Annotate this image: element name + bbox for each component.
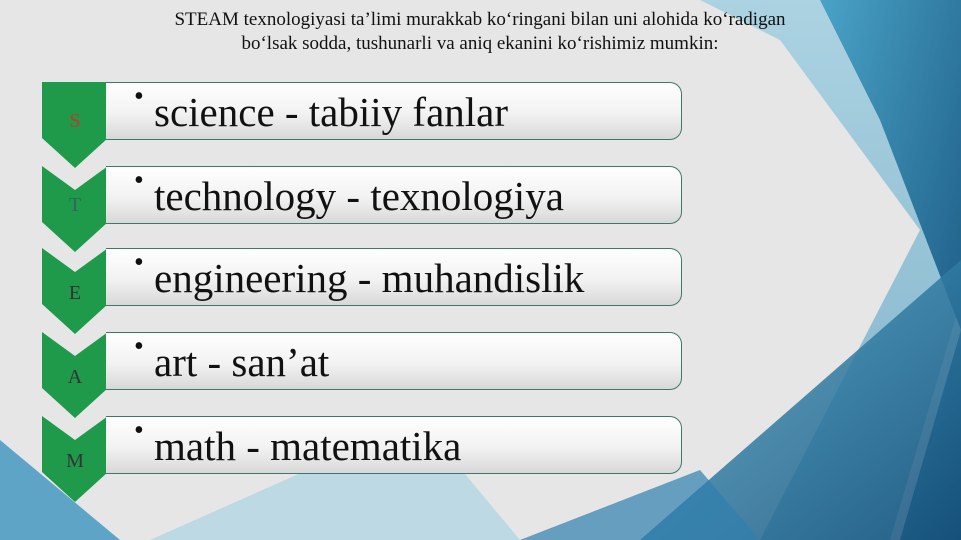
intro-line-1: STEAM texnologiyasi ta’limi murakkab ko‘… xyxy=(174,9,786,30)
steam-card-text: engineering - muhandislik xyxy=(154,255,585,301)
steam-item-math: M • math - matematika xyxy=(0,415,700,506)
steam-letter: M xyxy=(66,450,84,472)
bullet-icon: • xyxy=(134,247,144,278)
steam-card: • technology - texnologiya xyxy=(106,165,682,224)
intro-heading: STEAM texnologiyasi ta’limi murakkab ko‘… xyxy=(60,8,900,56)
steam-card: • art - san’at xyxy=(106,331,682,390)
steam-card-text: art - san’at xyxy=(154,339,330,385)
chevron-arrow-icon xyxy=(42,416,108,502)
chevron-arrow-icon xyxy=(42,248,108,334)
steam-card-text: science - tabiiy fanlar xyxy=(154,89,509,135)
steam-card-text: technology - texnologiya xyxy=(154,173,564,219)
steam-letter: A xyxy=(67,366,83,388)
steam-item-art: A • art - san’at xyxy=(0,331,700,422)
bullet-icon: • xyxy=(134,165,144,196)
bullet-icon: • xyxy=(134,331,144,362)
steam-card: • math - matematika xyxy=(106,415,682,474)
chevron-arrow-icon xyxy=(42,82,108,168)
steam-item-technology: T • technology - texnologiya xyxy=(0,165,700,256)
steam-item-science: S • science - tabiiy fanlar xyxy=(0,81,700,172)
steam-letter: T xyxy=(68,194,82,216)
steam-letter: E xyxy=(68,282,82,304)
steam-item-engineering: E • engineering - muhandislik xyxy=(0,247,700,338)
bullet-icon: • xyxy=(134,81,144,112)
steam-card: • engineering - muhandislik xyxy=(106,247,682,306)
chevron-arrow-icon xyxy=(42,332,108,418)
chevron-arrow-icon xyxy=(42,166,108,252)
intro-line-2: bo‘lsak sodda, tushunarli va aniq ekanin… xyxy=(241,33,719,54)
bullet-icon: • xyxy=(134,415,144,446)
steam-letter: S xyxy=(69,110,81,132)
steam-card: • science - tabiiy fanlar xyxy=(106,81,682,140)
steam-card-text: math - matematika xyxy=(154,423,462,469)
